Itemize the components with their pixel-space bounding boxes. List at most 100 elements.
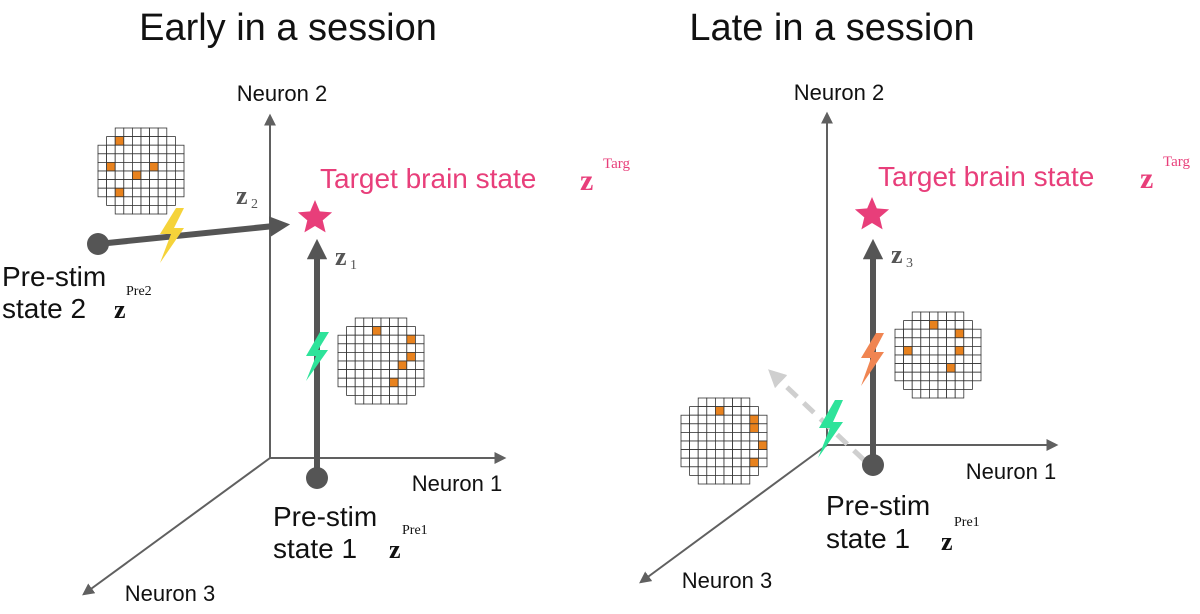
grid-cell xyxy=(371,317,382,328)
grid-cell xyxy=(140,196,151,206)
grid-cell xyxy=(131,127,142,138)
grid-cell xyxy=(740,466,751,476)
grid-cell xyxy=(363,334,373,345)
grid-cell xyxy=(758,414,768,425)
grid-cell xyxy=(929,345,939,356)
grid-cell xyxy=(732,423,742,433)
grid-cell xyxy=(363,317,373,328)
grid-cell xyxy=(963,380,973,390)
grid-cell xyxy=(406,360,416,371)
grid-cell xyxy=(758,423,768,433)
grid-cell xyxy=(946,354,956,365)
grid-cell xyxy=(389,343,399,353)
grid-cell xyxy=(389,326,399,336)
grid-cell xyxy=(166,136,176,146)
grid-cell xyxy=(972,363,982,373)
grid-cell xyxy=(732,431,742,442)
grid-cell xyxy=(149,187,159,198)
grid-cell-active xyxy=(929,320,939,330)
grid-cell xyxy=(354,360,365,371)
grid-cell xyxy=(371,377,382,388)
grid-cell xyxy=(697,474,708,485)
left-pre1-point xyxy=(306,467,328,489)
grid-cell xyxy=(397,334,408,345)
grid-cell xyxy=(911,328,922,339)
grid-cell xyxy=(123,196,133,206)
grid-cell-active xyxy=(954,328,965,339)
grid-cell xyxy=(946,345,956,356)
grid-cell xyxy=(903,371,913,382)
grid-cell xyxy=(123,136,133,146)
grid-cell xyxy=(937,354,948,365)
grid-cell xyxy=(911,345,922,356)
grid-cell xyxy=(723,449,734,459)
grid-cell xyxy=(97,179,108,189)
right-z3-symbol: z xyxy=(891,240,903,269)
grid-cell xyxy=(689,423,699,433)
grid-cell xyxy=(346,386,356,396)
grid-cell xyxy=(380,326,391,336)
grid-cell xyxy=(149,127,159,138)
left-stim-bolt-green xyxy=(306,332,329,381)
grid-cell xyxy=(414,334,425,345)
grid-cell xyxy=(911,311,922,322)
grid-cell xyxy=(740,397,751,408)
grid-cell xyxy=(397,369,408,379)
grid-cell xyxy=(174,170,185,181)
grid-cell xyxy=(389,360,399,371)
grid-cell xyxy=(389,351,399,362)
grid-cell xyxy=(140,204,151,215)
grid-cell xyxy=(723,466,734,476)
grid-cell xyxy=(389,369,399,379)
grid-cell xyxy=(740,474,751,485)
grid-cell xyxy=(920,371,930,382)
grid-cell xyxy=(140,127,151,138)
grid-cell xyxy=(723,431,734,442)
grid-cell xyxy=(680,414,691,425)
right-pattern-grid-green xyxy=(680,397,768,485)
grid-cell xyxy=(920,320,930,330)
grid-cell xyxy=(406,343,416,353)
grid-cell-active xyxy=(114,136,125,146)
grid-cell xyxy=(97,161,108,172)
grid-cell xyxy=(715,466,725,476)
grid-cell xyxy=(894,337,905,347)
grid-cell xyxy=(706,440,716,451)
grid-cell xyxy=(131,161,142,172)
grid-cell xyxy=(929,388,939,399)
grid-cell xyxy=(414,351,425,362)
grid-cell xyxy=(371,351,382,362)
grid-cell xyxy=(131,204,142,215)
grid-cell-active xyxy=(406,334,416,345)
grid-cell xyxy=(954,337,965,347)
grid-cell xyxy=(732,457,742,468)
grid-cell xyxy=(157,196,168,206)
grid-cell xyxy=(114,153,125,163)
grid-cell xyxy=(963,337,973,347)
grid-cell xyxy=(920,380,930,390)
grid-cell xyxy=(157,153,168,163)
grid-cell xyxy=(689,440,699,451)
grid-cell xyxy=(363,343,373,353)
grid-cell xyxy=(131,144,142,155)
grid-cell xyxy=(689,466,699,476)
grid-cell xyxy=(937,371,948,382)
left-target-star xyxy=(297,200,333,233)
grid-cell xyxy=(157,179,168,189)
left-pre2-z: z xyxy=(114,295,126,324)
grid-cell xyxy=(114,161,125,172)
grid-cell xyxy=(106,187,116,198)
grid-cell xyxy=(946,328,956,339)
grid-cell xyxy=(363,377,373,388)
grid-cell xyxy=(929,371,939,382)
grid-cell xyxy=(937,311,948,322)
grid-cell xyxy=(114,127,125,138)
left-pre2-line1: Pre-stim xyxy=(2,261,106,292)
grid-cell xyxy=(740,440,751,451)
grid-cell xyxy=(758,457,768,468)
grid-cell xyxy=(106,196,116,206)
left-pre1-sup: Pre1 xyxy=(402,523,428,538)
grid-cell xyxy=(697,397,708,408)
grid-cell xyxy=(389,394,399,405)
grid-cell xyxy=(414,343,425,353)
